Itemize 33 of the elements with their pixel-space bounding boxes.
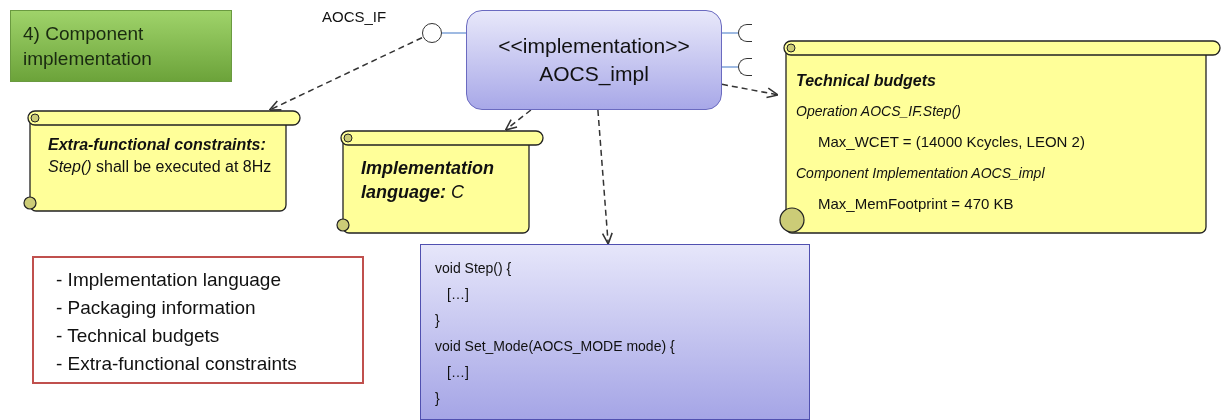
component-label: AOCS_impl [539,61,649,88]
code-line: void Step() { [435,259,512,278]
code-line: […] [446,363,469,382]
note-text: Implementation language: C [361,157,495,204]
dependency-arrow [721,83,779,99]
list-item: - Packaging information [56,296,256,320]
code-line: […] [446,285,469,304]
note-text: Component Implementation AOCS_impl [796,164,1045,183]
heading-box [10,10,232,82]
list-item: - Implementation language [56,268,281,292]
connector-line [721,32,739,34]
code-box [420,244,810,420]
connector-line [441,32,467,34]
connector-line [721,66,739,68]
interface-label: AOCS_IF [322,8,387,25]
note-text: Extra-functional constraints: Step() shall be executed at 8Hz [48,135,273,177]
note-text: Max_WCET = (14000 Kcycles, LEON 2) [818,132,1085,152]
dependency-arrow [504,109,532,131]
note-text: Technical budgets [796,71,936,91]
list-box [32,256,364,384]
code-line: void Set_Mode(AOCS_MODE mode) { [435,337,675,356]
note-text: Max_MemFootprint = 470 KB [818,194,1014,214]
code-line: } [435,311,440,330]
list-item: - Extra-functional constraints [56,352,297,376]
code-line: } [435,389,440,408]
note-text: Operation AOCS_IF.Step() [796,102,961,121]
list-item: - Technical budgets [56,324,220,348]
provided-interface-circle [422,23,442,43]
dependency-arrow [597,109,613,245]
dependency-arrow [268,36,423,111]
heading-text: 4) Component implementation [23,22,153,71]
component-box [466,10,722,110]
component-label: <<implementation>> [498,33,690,59]
